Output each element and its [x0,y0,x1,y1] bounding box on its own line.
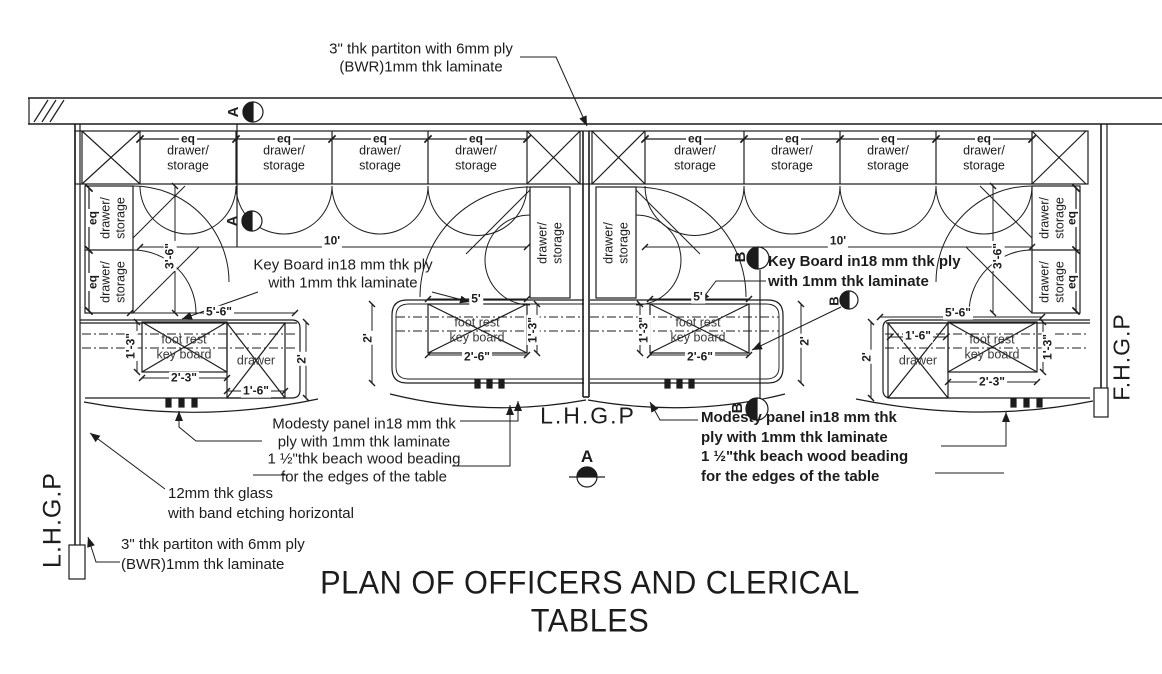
eq-dim-left-2: eq [85,272,100,292]
dim-2-righttable: 2' [859,350,874,364]
band-cell-label-5: drawer/ storage [674,143,716,172]
center-cabinet-label-2: drawer/ storage [601,222,630,264]
label-fhgp-right: F.H.G.P [1108,313,1135,401]
dim-10ft-left: 10' [321,233,343,248]
footrest-keyboard-right: foot rest key board [964,332,1020,361]
footrest-keyboard-centerleft: foot rest key board [449,315,505,344]
dim-1-3-centerleft: 1'-3" [525,315,540,345]
center-cabinet-label-1: drawer/ storage [535,222,564,264]
left-cabinet-label-2: drawer/ storage [98,261,127,303]
glass-wall-left [68,124,86,580]
leader-lines [87,56,1010,563]
section-marker-circles [241,101,859,488]
eq-dim-label-4: eq [466,131,486,146]
section-marker-b-leader: B [826,296,842,306]
section-marker-a-top: A [225,106,243,118]
right-cabinet-label-2: drawer/ storage [1037,261,1066,303]
band-cell-label-4: drawer/ storage [455,143,497,172]
band-cell-label-7: drawer/ storage [867,143,909,172]
dim-2-6-centerright: 2'-6" [685,349,715,364]
note-glass: 12mm thk glass with band etching horizon… [168,485,354,522]
footrest-keyboard-centerright: foot rest key board [670,315,726,344]
dim-5-centerleft: 5' [469,291,483,306]
dim-5-6-right: 5'-6" [943,305,973,320]
eq-dim-label-5: eq [685,131,705,146]
dim-3-6-left: 3'-6" [162,241,177,271]
note-keyboard: Key Board in18 mm thk ply with 1mm thk l… [253,256,433,291]
band-cell-label-1: drawer/ storage [167,143,209,172]
drawing-title: PLAN OF OFFICERS AND CLERICAL TABLES [320,564,860,638]
dim-2-centerright: 2' [797,334,812,348]
left-cabinet-label-1: drawer/ storage [98,197,127,239]
eq-dim-right-1: eq [1064,208,1079,228]
dim-2-centerleft: 2' [360,331,375,345]
note-modesty-bold: Modesty panel in18 mm thk ply with 1mm t… [701,409,909,485]
dim-1-3-lefttable: 1'-3" [123,331,138,361]
eq-dim-label-6: eq [782,131,802,146]
wall-right [1093,124,1109,418]
eq-dim-label-1: eq [178,131,198,146]
dim-2-3-right: 2'-3" [977,374,1007,389]
dim-5-6-left: 5'-6" [204,304,234,319]
note-bottom-partition: 3" thk partiton with 6mm ply (BWR)1mm th… [121,536,305,573]
dim-1-6-right: 1'-6" [903,328,933,343]
footrest-keyboard-left: foot rest key board [156,332,212,361]
drawer-label-right: drawer [898,353,938,368]
dim-3-6-right: 3'-6" [990,241,1005,271]
eq-dim-label-2: eq [274,131,294,146]
section-marker-a-bottom: A [580,446,594,466]
band-cell-label-3: drawer/ storage [359,143,401,172]
band-cell-label-2: drawer/ storage [263,143,305,172]
dim-10ft-right: 10' [827,233,849,248]
eq-dim-label-3: eq [370,131,390,146]
center-left-table [389,299,587,409]
band-cell-label-6: drawer/ storage [771,143,813,172]
drawer-label-left: drawer [236,353,276,368]
left-table [80,319,319,413]
eq-dim-label-7: eq [878,131,898,146]
note-top-partition: 3" thk partiton with 6mm ply (BWR)1mm th… [329,40,513,75]
partition-center [582,131,590,398]
dim-2-lefttable: 2' [294,352,309,366]
section-marker-b-bottom: B [729,402,747,414]
eq-dim-left-1: eq [85,208,100,228]
eq-dim-label-8: eq [974,131,994,146]
dim-1-3-centerright: 1'-3" [636,315,651,345]
section-marker-a-mid: A [224,215,242,227]
note-modesty: Modesty panel in18 mm thk ply with 1mm t… [267,415,461,486]
label-lhgp-left: L.H.G.P [38,472,67,568]
note-keyboard-bold: Key Board in18 mm thk ply with 1mm thk l… [768,253,961,290]
center-cabinets [529,186,637,299]
band-cell-label-8: drawer/ storage [963,143,1005,172]
dim-2-6-centerleft: 2'-6" [462,349,492,364]
label-lhgp-center: L.H.G.P [540,402,636,429]
section-marker-b-top: B [732,251,750,263]
eq-dim-right-2: eq [1064,272,1079,292]
wall-top [28,97,1162,125]
cabinet-band [74,130,1089,185]
right-cabinet-label-1: drawer/ storage [1037,197,1066,239]
dim-1-6-left: 1'-6" [241,383,271,398]
dim-5-centerright: 5' [691,289,705,304]
dim-2-3-left: 2'-3" [169,370,199,385]
dim-1-3-righttable: 1'-3" [1040,332,1055,362]
